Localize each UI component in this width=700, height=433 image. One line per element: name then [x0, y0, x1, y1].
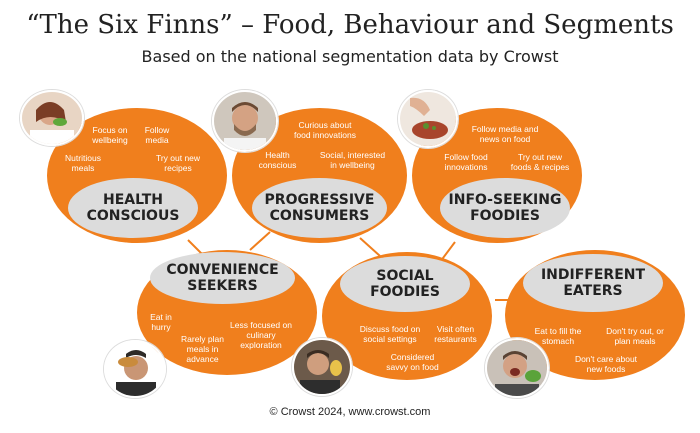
woman-eating-salad-photo [20, 90, 84, 146]
trait-label: Follow media [144, 125, 170, 146]
page-subtitle: Based on the national segmentation data … [141, 47, 559, 66]
trait-label: Eat to fill the stomach [534, 326, 582, 347]
trait-label: Social, interested in wellbeing [319, 150, 386, 171]
man-eating-burger-photo [104, 340, 166, 398]
man-biting-lettuce-photo [485, 338, 549, 398]
trait-label: Follow food innovations [444, 152, 488, 173]
trait-label: Follow media and news on food [471, 124, 539, 145]
woman-eating-salad-icon [22, 92, 82, 144]
trait-label: Rarely plan meals in advance [181, 334, 224, 365]
man-biting-lettuce-icon [487, 340, 547, 396]
segment-label-health-conscious: HEALTH CONSCIOUS [68, 178, 198, 238]
segment-label-progressive-consumers: PROGRESSIVE CONSUMERS [252, 178, 387, 238]
man-tasting-food-photo [292, 338, 352, 396]
segment-label-indifferent-eaters: INDIFFERENT EATERS [523, 254, 663, 312]
trait-label: Eat in hurry [150, 312, 172, 333]
connector-line [359, 237, 381, 257]
trait-label: Visit often restaurants [434, 324, 477, 345]
trait-label: Considered savvy on food [386, 352, 439, 373]
trait-label: Don't care about new foods [574, 354, 638, 375]
connector-line [249, 231, 271, 251]
trait-label: Focus on wellbeing [92, 125, 128, 146]
man-eating-burger-icon [106, 342, 164, 396]
hand-garnishing-food-icon [400, 92, 456, 146]
segment-label-social-foodies: SOCIAL FOODIES [340, 256, 470, 312]
smiling-man-photo [212, 90, 278, 152]
trait-label: Health conscious [258, 150, 297, 171]
man-tasting-food-icon [294, 340, 350, 394]
page-title: “The Six Finns” – Food, Behaviour and Se… [26, 10, 674, 40]
trait-label: Try out new recipes [155, 153, 201, 174]
trait-label: Less focused on culinary exploration [230, 320, 292, 351]
trait-label: Discuss food on social settings [359, 324, 421, 345]
footer-credit: © Crowst 2024, www.crowst.com [269, 406, 431, 418]
smiling-man-icon [214, 92, 276, 150]
segment-label-convenience-seekers: CONVENIENCE SEEKERS [150, 252, 295, 304]
trait-label: Curious about food innovations [294, 120, 356, 141]
hand-garnishing-food-photo [398, 90, 458, 148]
trait-label: Nutritious meals [65, 153, 101, 174]
trait-label: Try out new foods & recipes [510, 152, 570, 173]
trait-label: Don't try out, or plan meals [606, 326, 664, 347]
segment-label-info-seeking-foodies: INFO-SEEKING FOODIES [440, 178, 570, 238]
